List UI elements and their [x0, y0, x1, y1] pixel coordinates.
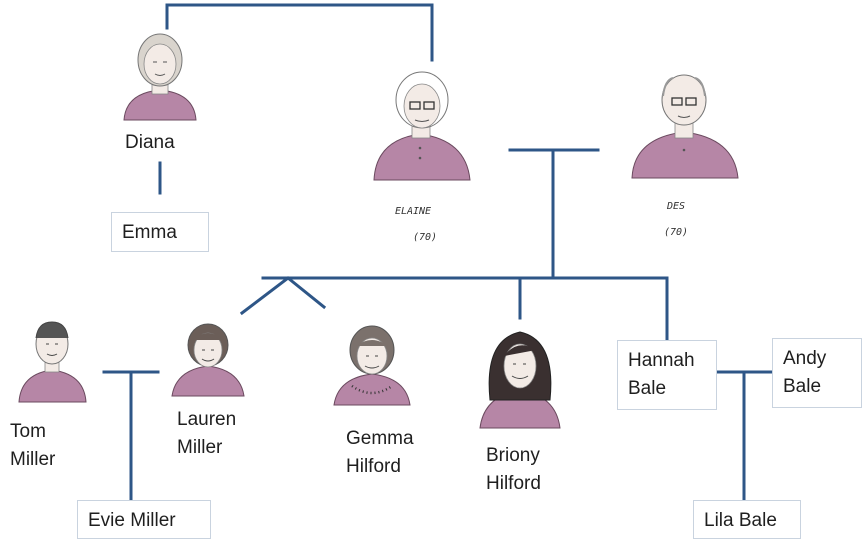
- woman-long-hair-portrait-icon: [479, 331, 561, 429]
- des-age-text: (70): [663, 227, 689, 238]
- person-name-lauren: Lauren Miller: [177, 409, 237, 458]
- man-portrait-icon: [18, 321, 87, 403]
- person-name-des: DES (70): [656, 187, 696, 239]
- box-andy-bale: Andy Bale: [772, 338, 862, 408]
- connector-diana-elaine: [165, 3, 434, 62]
- woman-portrait-icon: [333, 325, 411, 406]
- elderly-man-portrait-icon: [631, 74, 739, 179]
- woman-portrait-icon: [171, 323, 245, 397]
- box-hannah-bale: Hannah Bale: [617, 340, 717, 410]
- elaine-name-text: ELAINE: [394, 206, 432, 217]
- elaine-age-text: (70): [412, 232, 438, 243]
- person-name-elaine: ELAINE (70): [388, 192, 438, 244]
- elderly-woman-portrait-icon: [373, 71, 471, 181]
- person-name-gemma: Gemma Hilford: [346, 428, 414, 477]
- connector-lauren-gemma: [239, 276, 327, 316]
- person-name-briony: Briony Hilford: [486, 445, 541, 494]
- person-name-tom: Tom Miller: [10, 421, 56, 470]
- box-emma: Emma: [111, 212, 209, 252]
- des-name-text: DES: [666, 201, 686, 212]
- person-name-diana: Diana: [125, 132, 175, 153]
- box-evie-miller: Evie Miller: [77, 500, 211, 539]
- grandmother-portrait-icon: [123, 33, 197, 121]
- box-lila-bale: Lila Bale: [693, 500, 801, 539]
